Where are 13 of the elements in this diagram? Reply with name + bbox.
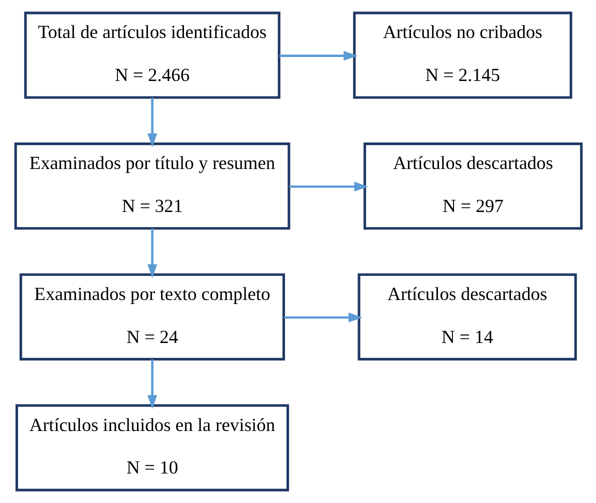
arrow [146, 98, 157, 148]
arrow [284, 312, 362, 322]
arrow [146, 228, 157, 278]
node-box: Total de artículos identificados N = 2.466 [24, 12, 280, 99]
arrow [146, 359, 157, 410]
node-box: Artículos no cribados N = 2.145 [352, 12, 572, 99]
node-box: Examinados por título y resumen N = 321 [14, 142, 290, 230]
arrow [278, 50, 358, 61]
node-box: Artículos descartados N = 297 [363, 142, 582, 230]
node-box: Artículos descartados N = 14 [357, 273, 576, 360]
arrow [288, 182, 368, 192]
node-box: Examinados por texto completo N = 24 [19, 273, 284, 360]
node-box: Artículos incluidos en la revisión N = 10 [15, 404, 289, 492]
